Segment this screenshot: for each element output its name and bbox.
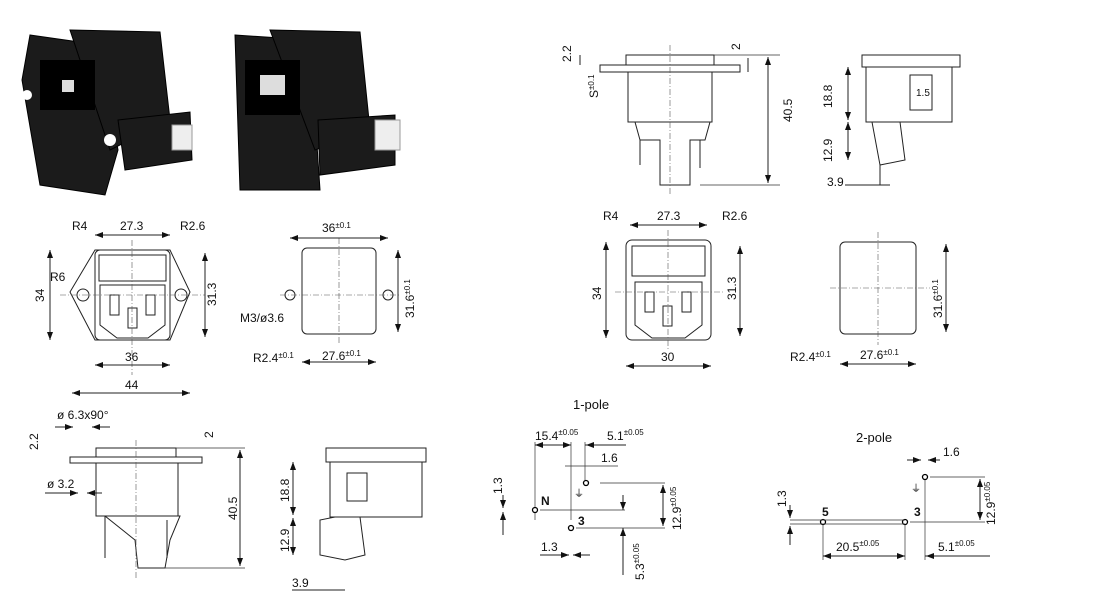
earth-pin xyxy=(921,473,929,481)
dim-m3: M3/ø3.6 xyxy=(240,311,284,325)
front-view-flange: R4 27.3 R2.6 R6 34 31.3 36 44 xyxy=(33,219,219,396)
panel-cutout-snap-in: R2.4±0.1 27.6±0.1 31.6±0.1 xyxy=(790,232,949,367)
dim-1-3: 1.3 xyxy=(491,477,505,494)
dim-r4: R4 xyxy=(72,219,88,233)
dim-5-1: 5.1±0.05 xyxy=(607,428,644,443)
dim-44: 44 xyxy=(125,378,139,392)
dim-r6: R6 xyxy=(50,270,66,284)
panel-cutout-flange: 36±0.1 M3/ø3.6 R2.4±0.1 27.6±0.1 31.6±0.… xyxy=(240,221,417,365)
pin-5 xyxy=(819,518,827,526)
title-1-pole: 1-pole xyxy=(573,397,609,412)
dim-s: S±0.1 xyxy=(587,74,601,98)
label-n: N xyxy=(541,494,550,508)
dim-40-5: 40.5 xyxy=(226,496,240,520)
label-5: 5 xyxy=(822,505,829,519)
dim-1-6: 1.6 xyxy=(601,451,618,465)
side-view-snap-in-right: 18.8 12.9 1.5 3.9 xyxy=(821,54,961,189)
earth-pin xyxy=(582,479,590,487)
label-3: 3 xyxy=(914,505,921,519)
dim-27-6: 27.6±0.1 xyxy=(860,348,899,362)
earth-icon: ⏚ xyxy=(911,483,921,495)
dim-40-5: 40.5 xyxy=(781,98,795,122)
dim-34: 34 xyxy=(590,286,604,300)
dim-r2-4: R2.4±0.1 xyxy=(253,351,294,365)
pin-layout-2-pole: 2-pole 1.6 ⏚ 12.9±0.05 1.3 5 3 20.5±0.05… xyxy=(775,430,998,560)
dim-3-9: 3.9 xyxy=(292,576,309,590)
dim-34: 34 xyxy=(33,288,47,302)
dim-31-3: 31.3 xyxy=(205,282,219,306)
dim-27-3: 27.3 xyxy=(657,209,681,223)
dim-12-9: 12.9 xyxy=(821,138,835,162)
dim-1-3: 1.3 xyxy=(775,490,789,507)
pin-layout-1-pole: 1-pole 15.4±0.05 5.1±0.05 1.6 ⏚ 1.3 N 3 … xyxy=(491,397,684,580)
dim-31-3: 31.3 xyxy=(725,276,739,300)
dim-20-5: 20.5±0.05 xyxy=(836,539,880,554)
dim-12-9: 12.9 xyxy=(278,528,292,552)
dim-5-3: 5.3±0.05 xyxy=(632,543,647,580)
dim-1-5: 1.5 xyxy=(916,88,930,99)
side-view-flange-right: 18.8 12.9 3.9 xyxy=(278,447,427,591)
dim-12-9: 12.9±0.05 xyxy=(983,481,998,525)
dim-18-8: 18.8 xyxy=(278,478,292,502)
dim-2: 2 xyxy=(729,43,743,50)
pin-n xyxy=(531,506,539,514)
pin-3 xyxy=(901,518,909,526)
label-3: 3 xyxy=(578,514,585,528)
dim-r2-4: R2.4±0.1 xyxy=(790,350,831,364)
dim-1-6: 1.6 xyxy=(943,445,960,459)
side-view-snap-in: 2.2 S±0.1 2 40.5 xyxy=(560,43,795,195)
dim-2: 2 xyxy=(202,431,216,438)
dim-2-2: 2.2 xyxy=(560,45,574,62)
dim-5-1: 5.1±0.05 xyxy=(938,539,975,554)
photo-inlet-flange xyxy=(21,29,193,196)
dim-18-8: 18.8 xyxy=(821,84,835,108)
dim-36: 36±0.1 xyxy=(322,221,351,235)
side-view-flange: ø 6.3x90° 2.2 2 ø 3.2 40.5 xyxy=(27,408,245,580)
dim-27-6: 27.6±0.1 xyxy=(322,349,361,363)
title-2-pole: 2-pole xyxy=(856,430,892,445)
dim-30: 30 xyxy=(661,350,675,364)
dim-12-9: 12.9±0.05 xyxy=(669,486,684,530)
photo-inlet-snap-in xyxy=(234,29,401,191)
dim-27-3: 27.3 xyxy=(120,219,144,233)
pin-3 xyxy=(567,524,575,532)
dim-r2-6: R2.6 xyxy=(180,219,206,233)
dim-31-6: 31.6±0.1 xyxy=(403,279,417,318)
dim-2-2: 2.2 xyxy=(27,433,41,450)
dim-d3-2: ø 3.2 xyxy=(47,477,75,491)
dim-d6-3: ø 6.3x90° xyxy=(57,408,109,422)
dim-15-4: 15.4±0.05 xyxy=(535,428,579,443)
earth-icon: ⏚ xyxy=(574,488,584,500)
dim-1-3-b: 1.3 xyxy=(541,540,558,554)
dim-r4: R4 xyxy=(603,209,619,223)
dim-3-9: 3.9 xyxy=(827,175,844,189)
dim-r2-6: R2.6 xyxy=(722,209,748,223)
front-view-snap-in: R4 27.3 R2.6 34 31.3 30 xyxy=(590,209,748,369)
dim-36: 36 xyxy=(125,350,139,364)
dim-31-6: 31.6±0.1 xyxy=(931,279,945,318)
